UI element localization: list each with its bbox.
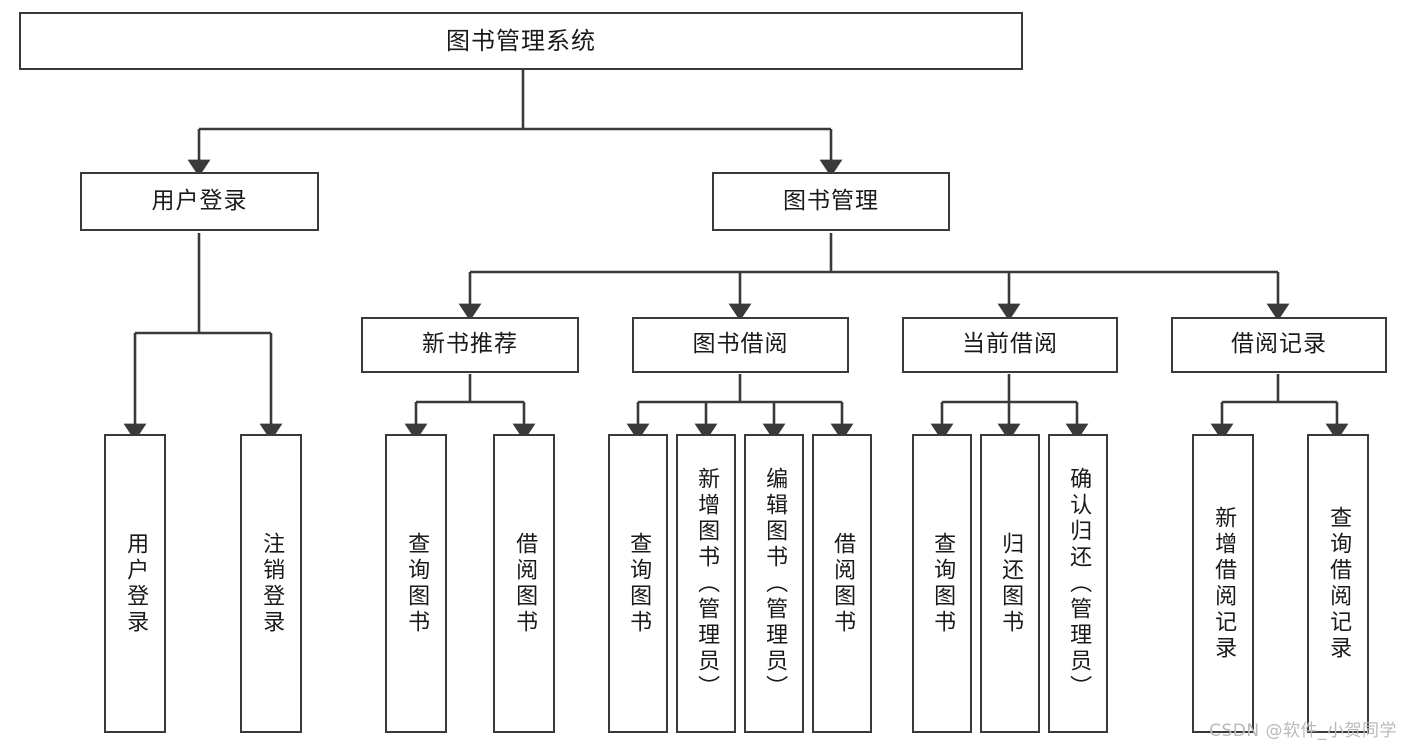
leaf-query-book-3-label: 查询图书 xyxy=(930,531,956,636)
watermark: CSDN @软件_小贺同学 xyxy=(1209,721,1397,741)
leaf-add-book-label: 新增图书（管理员） xyxy=(694,466,720,701)
leaf-query-book-1-label: 查询图书 xyxy=(404,531,430,636)
leaf-query-record[interactable]: 查询借阅记录 xyxy=(1307,434,1369,733)
leaf-edit-book-label: 编辑图书（管理员） xyxy=(762,466,788,701)
node-book-manage[interactable]: 图书管理 xyxy=(712,172,950,231)
node-current-borrow[interactable]: 当前借阅 xyxy=(902,317,1118,373)
leaf-logout[interactable]: 注销登录 xyxy=(240,434,302,733)
leaf-query-book-1[interactable]: 查询图书 xyxy=(385,434,447,733)
node-book-manage-label: 图书管理 xyxy=(783,187,879,214)
leaf-confirm-return[interactable]: 确认归还（管理员） xyxy=(1048,434,1108,733)
leaf-query-record-label: 查询借阅记录 xyxy=(1326,505,1352,662)
leaf-query-book-3[interactable]: 查询图书 xyxy=(912,434,972,733)
node-book-borrow[interactable]: 图书借阅 xyxy=(632,317,849,373)
node-book-borrow-label: 图书借阅 xyxy=(692,331,789,358)
leaf-borrow-book-2[interactable]: 借阅图书 xyxy=(812,434,872,733)
leaf-add-record[interactable]: 新增借阅记录 xyxy=(1192,434,1254,733)
node-root[interactable]: 图书管理系统 xyxy=(19,12,1023,70)
node-user-login[interactable]: 用户登录 xyxy=(80,172,319,231)
node-root-label: 图书管理系统 xyxy=(446,26,596,55)
leaf-return-book[interactable]: 归还图书 xyxy=(980,434,1040,733)
node-borrow-record-label: 借阅记录 xyxy=(1231,331,1327,358)
leaf-logout-label: 注销登录 xyxy=(259,531,285,636)
node-borrow-record[interactable]: 借阅记录 xyxy=(1171,317,1387,373)
node-new-book-recommend-label: 新书推荐 xyxy=(422,331,518,358)
node-user-login-label: 用户登录 xyxy=(151,187,248,214)
node-new-book-recommend[interactable]: 新书推荐 xyxy=(361,317,579,373)
leaf-borrow-book-1[interactable]: 借阅图书 xyxy=(493,434,555,733)
leaf-confirm-return-label: 确认归还（管理员） xyxy=(1066,466,1092,701)
leaf-add-record-label: 新增借阅记录 xyxy=(1211,505,1237,662)
leaf-borrow-book-1-label: 借阅图书 xyxy=(512,531,538,636)
leaf-user-login-label: 用户登录 xyxy=(123,531,149,636)
leaf-return-book-label: 归还图书 xyxy=(998,531,1024,636)
node-current-borrow-label: 当前借阅 xyxy=(962,331,1058,358)
leaf-borrow-book-2-label: 借阅图书 xyxy=(830,531,856,636)
leaf-query-book-2[interactable]: 查询图书 xyxy=(608,434,668,733)
leaf-add-book[interactable]: 新增图书（管理员） xyxy=(676,434,736,733)
leaf-query-book-2-label: 查询图书 xyxy=(626,531,652,636)
leaf-edit-book[interactable]: 编辑图书（管理员） xyxy=(744,434,804,733)
leaf-user-login[interactable]: 用户登录 xyxy=(104,434,166,733)
